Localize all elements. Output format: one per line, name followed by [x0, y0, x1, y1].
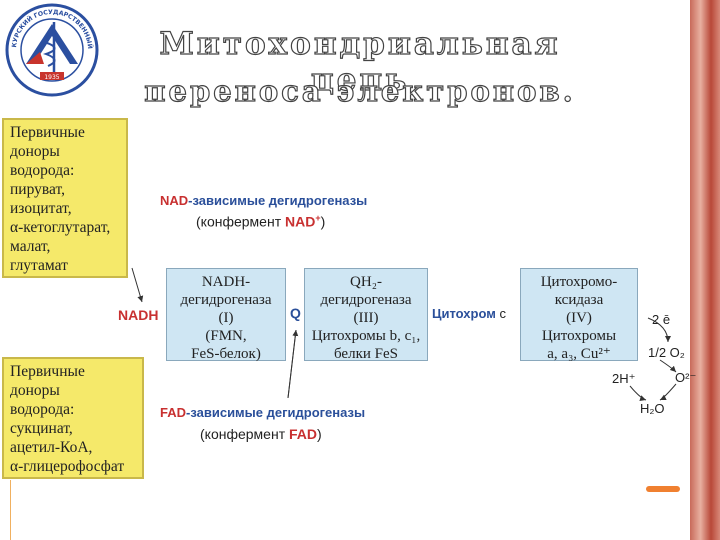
donor-to-nadh-arrow	[132, 268, 142, 302]
fad-to-q-arrow	[288, 330, 296, 398]
oxygen-arrow	[660, 360, 676, 372]
proton-to-water-arrow	[630, 386, 646, 400]
oxide-to-water-arrow	[660, 384, 676, 400]
electron-arrow	[648, 318, 668, 342]
